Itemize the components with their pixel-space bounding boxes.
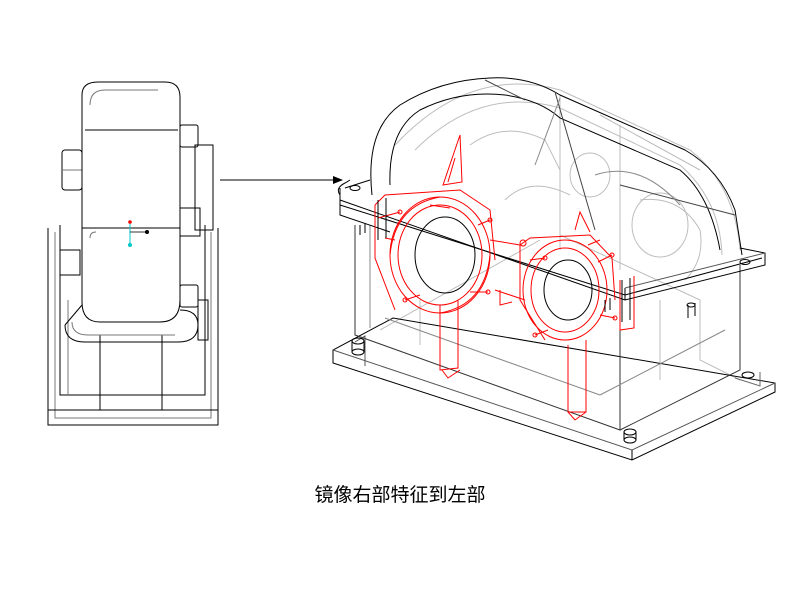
side-view-model bbox=[47, 81, 219, 426]
caption-text: 镜像右部特征到左部 bbox=[314, 484, 486, 506]
gearbox-3d-model bbox=[332, 77, 776, 461]
mirror-feature-group bbox=[374, 134, 635, 421]
origin-axis-icon bbox=[128, 220, 149, 247]
